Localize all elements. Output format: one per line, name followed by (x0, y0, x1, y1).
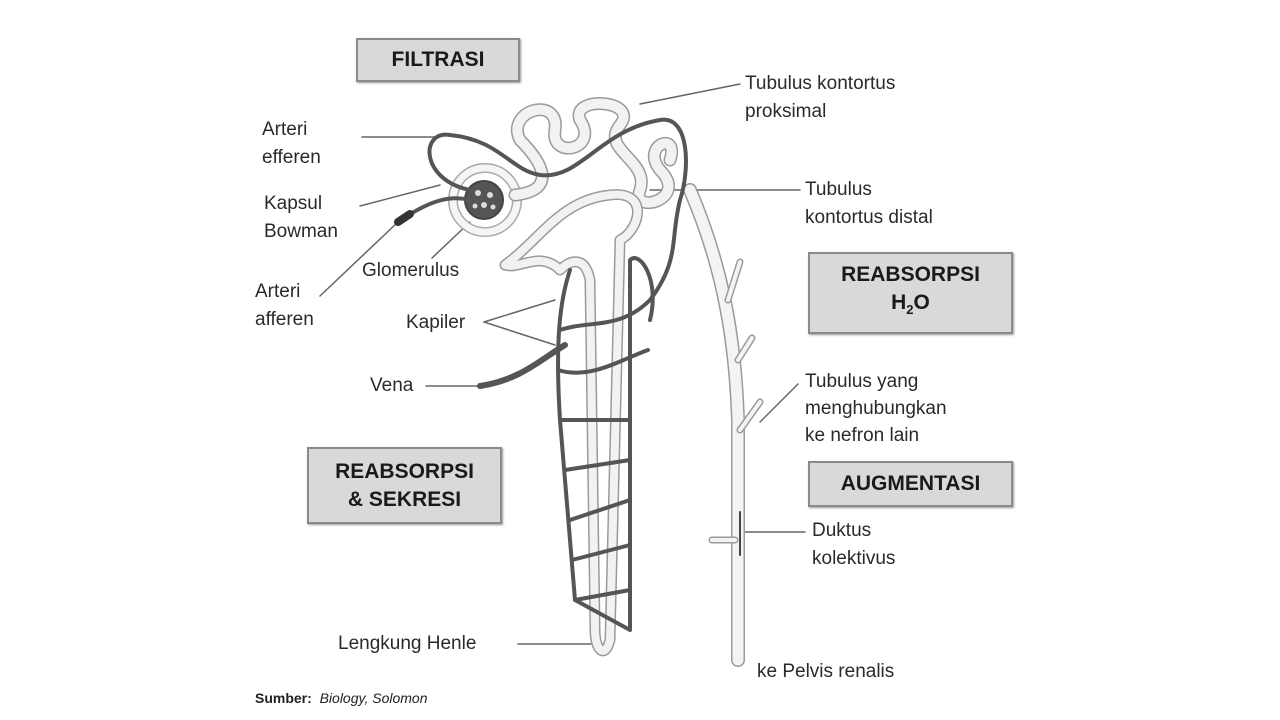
label-line: proksimal (745, 101, 827, 122)
blood-vessels (396, 117, 688, 632)
reabsorpsi-label: REABSORPSI (335, 459, 474, 483)
label-line: efferen (262, 147, 321, 168)
tubulus-proksimal-label: Tubulus kontortus proksimal (745, 70, 895, 126)
label-line: Tubulus yang (805, 371, 919, 392)
augmentasi-label: AUGMENTASI (840, 472, 981, 495)
label-line: kontortus distal (805, 207, 933, 228)
h2o-formula: H2O (810, 289, 1011, 324)
label-line: Duktus (812, 520, 872, 541)
filtrasi-label: FILTRASI (391, 48, 485, 71)
label-line: Tubulus (805, 179, 872, 200)
duktus-kolektivus-label: Duktus kolektivus (812, 517, 895, 573)
label-line: menghubungkan (805, 398, 947, 419)
glomerulus-label: Glomerulus (362, 260, 460, 281)
label-line: Arteri (262, 119, 308, 140)
lengkung-henle-label: Lengkung Henle (338, 633, 477, 654)
augmentasi-box: AUGMENTASI (808, 461, 1013, 507)
kapiler-label: Kapiler (406, 312, 466, 333)
label-line: Kapsul (264, 193, 323, 214)
label-line: afferen (255, 309, 314, 330)
sekresi-label: & SEKRESI (347, 487, 462, 511)
pelvis-renalis-label: ke Pelvis renalis (757, 661, 895, 682)
source-label: Sumber: (255, 690, 312, 706)
label-line: kolektivus (812, 548, 896, 569)
loop-of-henle (499, 189, 643, 657)
tubulus-distal-label: Tubulus kontortus distal (805, 176, 933, 232)
vena-label: Vena (370, 375, 414, 396)
source-text: Biology, Solomon (319, 690, 428, 706)
tubulus-penghubung-label: Tubulus yang menghubungkan ke nefron lai… (805, 368, 947, 449)
source-caption: Sumber: Biology, Solomon (255, 690, 428, 706)
filtrasi-box: FILTRASI (356, 38, 520, 82)
arteri-efferen-label: Arteri efferen (262, 116, 321, 172)
label-line: Tubulus kontortus (745, 73, 896, 94)
h-text: H (891, 291, 907, 315)
kapsul-bowman-label: Kapsul Bowman (264, 190, 338, 246)
collecting-duct (683, 183, 764, 667)
leader-lines (319, 83, 806, 645)
label-line: ke nefron lain (805, 425, 920, 446)
label-line: Bowman (264, 221, 338, 242)
reabsorpsi-sekresi-box: REABSORPSI & SEKRESI (307, 447, 502, 524)
arteri-afferen-label: Arteri afferen (255, 278, 314, 334)
reabsorpsi-h2o-box: REABSORPSI H2O (808, 252, 1013, 334)
label-line: Arteri (255, 281, 301, 302)
proximal-tubule (508, 97, 679, 210)
subscript-2: 2 (906, 302, 914, 318)
o-text: O (913, 291, 930, 315)
reabsorpsi-h2o-label: REABSORPSI (841, 263, 980, 287)
